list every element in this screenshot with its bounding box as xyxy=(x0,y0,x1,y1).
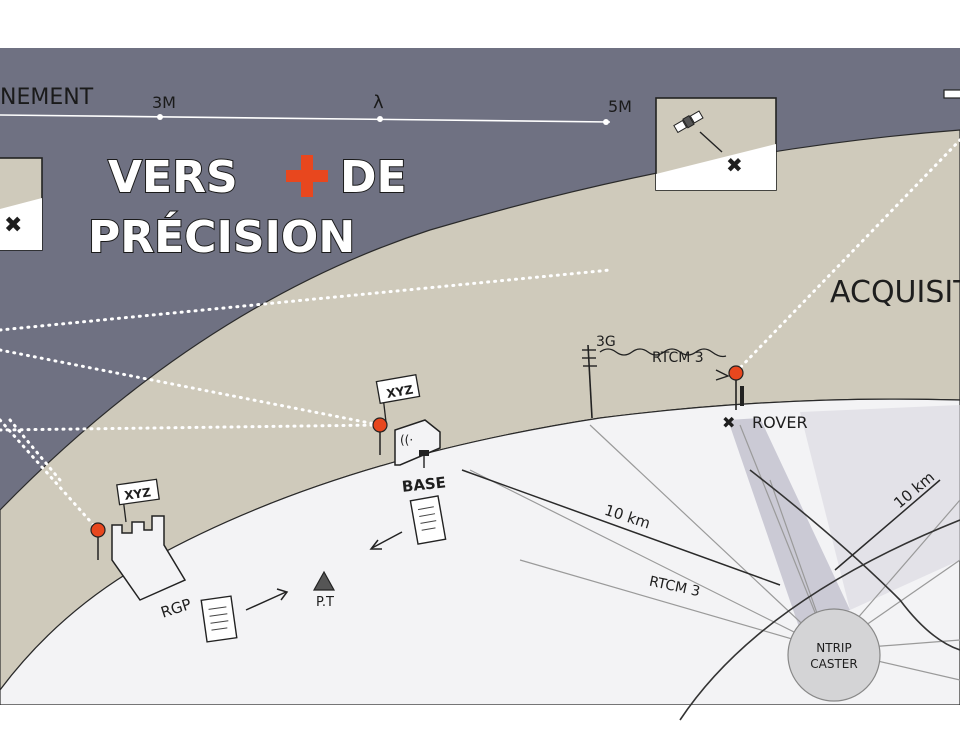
rtcm-top-label: RTCM 3 xyxy=(652,350,704,366)
range-arc-1 xyxy=(749,469,960,651)
rover-coverage-wide xyxy=(800,405,960,610)
scale-tick-label-5m: 5M xyxy=(608,97,632,116)
field-area xyxy=(0,398,960,706)
base-marker xyxy=(372,417,388,433)
partial-satellite-icon xyxy=(943,89,960,99)
scale-line xyxy=(0,114,611,123)
scale-tick-lambda xyxy=(377,116,383,122)
signal-lines xyxy=(0,138,960,532)
rgp-castle xyxy=(111,515,187,601)
sky-band xyxy=(0,48,960,510)
base-xyz-label: XYZ xyxy=(385,382,414,400)
rover-label: ROVER xyxy=(752,413,808,432)
inset-right: ✖ xyxy=(655,97,777,191)
ntrip-label-line1: NTRIP xyxy=(816,641,851,655)
title-line1-left: VERS xyxy=(108,152,238,203)
antenna-icon xyxy=(582,349,597,367)
scale-tick-3m xyxy=(157,114,163,120)
title-line1-right: DE xyxy=(340,152,407,203)
rgp-document-icon xyxy=(200,595,238,643)
pt-triangle-icon xyxy=(312,570,336,591)
scale-tick-5m xyxy=(603,119,609,125)
rgp-marker xyxy=(90,522,106,538)
rgp-to-pt-arrow xyxy=(245,591,287,611)
title-line2: PRÉCISION xyxy=(88,210,355,263)
distance-line-2 xyxy=(834,479,941,571)
base-flag xyxy=(375,373,421,405)
pt-label: P.T xyxy=(316,595,334,610)
base-to-pt-arrow xyxy=(371,531,403,549)
rgp-flag xyxy=(116,478,160,506)
plus-icon xyxy=(286,155,328,197)
inset-left-cross-icon: ✖ xyxy=(4,213,22,238)
rover-marker xyxy=(728,365,744,381)
scale-label: NEMENT xyxy=(0,85,94,110)
satellite-icon xyxy=(673,110,704,134)
acquisition-label: ACQUISIT xyxy=(830,275,960,310)
rtcm-arrow-head xyxy=(715,369,730,381)
three-g-label: 3G xyxy=(596,334,616,350)
rover-cross-icon: ✖ xyxy=(722,413,735,432)
rover-person-icon xyxy=(740,386,744,406)
rtcm-signal-wave xyxy=(599,348,727,358)
ntrip-label-line2: CASTER xyxy=(810,657,857,671)
scale-tick-label-3m: 3M xyxy=(152,93,176,112)
range-arc-2 xyxy=(679,519,960,721)
bottom-margin xyxy=(0,705,960,750)
scale-tick-label-lambda: λ xyxy=(373,92,384,113)
antenna-mast xyxy=(587,344,593,419)
inset-left: ✖ xyxy=(0,157,43,251)
distance-line-1 xyxy=(461,469,781,586)
rgp-xyz-label: XYZ xyxy=(123,485,152,503)
base-antenna-head xyxy=(419,450,429,456)
base-document-icon xyxy=(409,495,447,545)
wifi-icon: ((· xyxy=(400,433,413,447)
ntrip-caster-node xyxy=(787,608,881,702)
inset-right-cross-icon: ✖ xyxy=(726,153,743,177)
base-label: BASE xyxy=(401,473,447,496)
base-building xyxy=(394,419,441,466)
